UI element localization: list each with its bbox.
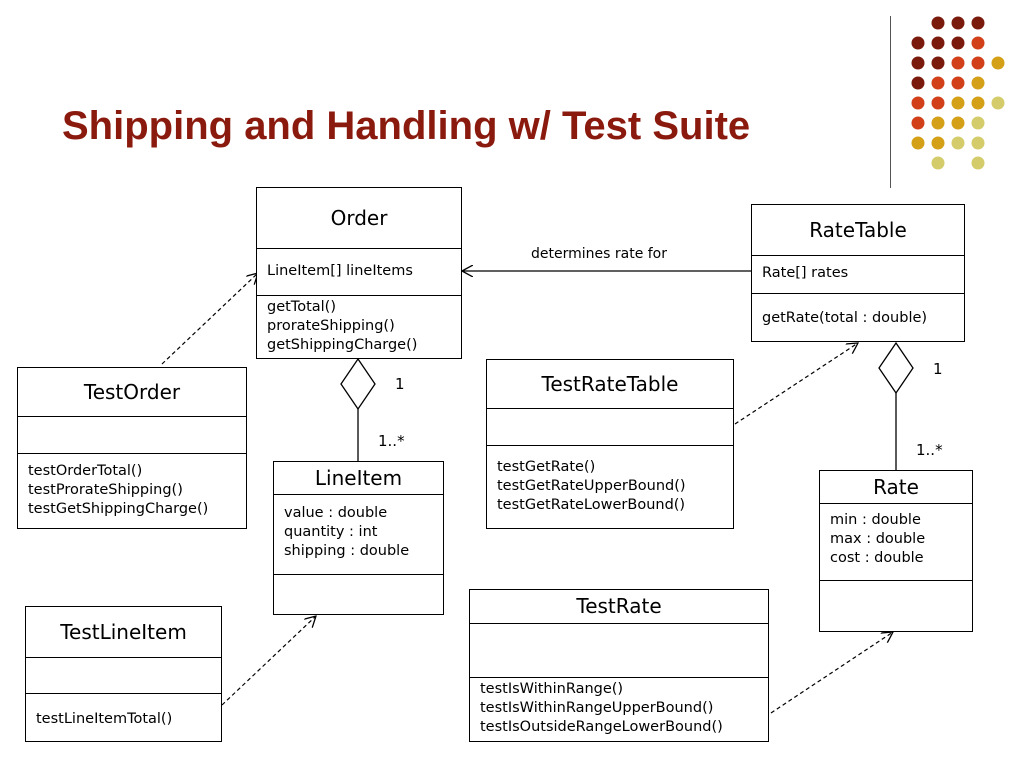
class-member: testGetRateLowerBound() [497, 497, 686, 513]
attributes-section: min : double max : double cost : double [820, 503, 972, 580]
attributes-section [470, 623, 768, 677]
class-member: testGetRateUpperBound() [497, 478, 686, 494]
class-line-item: LineItem value : double quantity : int shi… [273, 461, 444, 615]
decorative-dot [991, 96, 1005, 110]
methods-section: getRate(total : double) [752, 293, 964, 328]
decorative-dot [911, 136, 925, 150]
class-member: testIsOutsideRangeLowerBound() [480, 719, 723, 735]
class-member: cost : double [830, 550, 924, 566]
class-member: testGetRate() [497, 459, 596, 475]
decorative-dot [951, 76, 965, 90]
title-divider [890, 16, 891, 188]
class-member: value : double [284, 505, 388, 521]
methods-section: getTotal() prorateShipping() getShippingCh… [257, 295, 461, 355]
decorative-dot [991, 56, 1005, 70]
decorative-dot [971, 76, 985, 90]
class-name: TestRateTable [541, 372, 679, 396]
methods-section: testIsWithinRange() testIsWithinRangeUppe… [470, 677, 768, 737]
multiplicity-ratetable-whole: 1 [933, 360, 943, 378]
methods-section: testGetRate() testGetRateUpperBound() test… [487, 445, 733, 515]
class-member: testIsWithinRangeUpperBound() [480, 700, 714, 716]
decorative-dot [971, 116, 985, 130]
class-name: Order [330, 206, 388, 230]
class-member: getRate(total : double) [762, 310, 928, 326]
class-member: testGetShippingCharge() [28, 501, 209, 517]
decorative-dot [911, 76, 925, 90]
decorative-dot [931, 76, 945, 90]
class-member: quantity : int [284, 524, 378, 540]
class-order: Order LineItem[] lineItems getTotal() pro… [256, 187, 462, 359]
attributes-section: value : double quantity : int shipping : d… [274, 494, 443, 574]
class-test-rate: TestRate testIsWithinRange()testIsWithin… [469, 589, 769, 742]
decorative-dot [971, 96, 985, 110]
class-name: TestOrder [83, 380, 181, 404]
class-member: prorateShipping() [267, 318, 395, 334]
methods-section [274, 574, 443, 575]
class-member: getShippingCharge() [267, 337, 418, 353]
decorative-dot [931, 156, 945, 170]
attributes-section [18, 416, 246, 453]
decorative-dot [931, 16, 945, 30]
dependency-testorder-order [161, 273, 258, 365]
dependency-testratetable-ratetable [734, 343, 858, 425]
class-member: testProrateShipping() [28, 482, 183, 498]
decorative-dot [911, 96, 925, 110]
dependency-testrate-rate [770, 632, 893, 714]
methods-section: testLineItemTotal() [26, 693, 221, 729]
decorative-dot [931, 116, 945, 130]
class-member: shipping : double [284, 543, 410, 559]
decorative-dot [951, 16, 965, 30]
decorative-dot [931, 96, 945, 110]
decorative-dot [951, 136, 965, 150]
decorative-dot [911, 116, 925, 130]
class-rate: Rate min : double max : double cost : doub… [819, 470, 973, 632]
decorative-dot [951, 96, 965, 110]
class-member: testIsWithinRange() [480, 681, 624, 697]
decorative-dot [971, 36, 985, 50]
class-member: getTotal() [267, 299, 336, 315]
attributes-section [487, 408, 733, 445]
class-name: TestRate [576, 594, 662, 618]
methods-section: testOrderTotal() testProrateShipping() tes… [18, 453, 246, 519]
association-label: determines rate for [531, 246, 668, 262]
decorative-dot [951, 36, 965, 50]
class-name: LineItem [314, 466, 403, 490]
aggregation-diamond-order [340, 357, 376, 411]
decorative-dot [951, 116, 965, 130]
class-member: Rate[] rates [762, 265, 849, 281]
class-name: Rate [873, 475, 919, 499]
decorative-dot [971, 136, 985, 150]
class-test-rate-table: TestRateTable testGetRate() testGetRateUp… [486, 359, 734, 529]
class-rate-table: RateTable Rate[] rates getRate(total : d… [751, 204, 965, 342]
methods-section [820, 580, 972, 581]
multiplicity-lineitem-part: 1..* [378, 432, 405, 450]
aggregation-diamond-ratetable [878, 341, 914, 395]
class-member: testOrderTotal() [28, 463, 143, 479]
attributes-section [26, 657, 221, 693]
attributes-section: LineItem[] lineItems [257, 248, 461, 295]
decorative-dot [971, 16, 985, 30]
class-name: RateTable [809, 218, 907, 242]
class-test-order: TestOrder testOrderTotal() testProrateShi… [17, 367, 247, 529]
decorative-dot [971, 156, 985, 170]
class-name: TestLineItem [60, 620, 187, 644]
decorative-dot [931, 136, 945, 150]
class-member: LineItem[] lineItems [267, 263, 413, 279]
multiplicity-order-whole: 1 [395, 375, 405, 393]
slide-title: Shipping and Handling w/ Test Suite [62, 104, 751, 148]
decorative-dot [971, 56, 985, 70]
class-member: testLineItemTotal() [36, 711, 173, 727]
decorative-dot [911, 56, 925, 70]
decorative-dot-grid [911, 16, 1005, 170]
decorative-dot [911, 36, 925, 50]
decorative-dot [931, 56, 945, 70]
dependency-testlineitem-lineitem [221, 616, 316, 706]
class-test-line-item: TestLineItem testLineItemTotal() [25, 606, 222, 742]
decorative-dot [951, 56, 965, 70]
class-member: min : double [830, 512, 921, 528]
class-member: max : double [830, 531, 926, 547]
attributes-section: Rate[] rates [752, 255, 964, 293]
decorative-dot [931, 36, 945, 50]
multiplicity-rate-part: 1..* [916, 441, 943, 459]
